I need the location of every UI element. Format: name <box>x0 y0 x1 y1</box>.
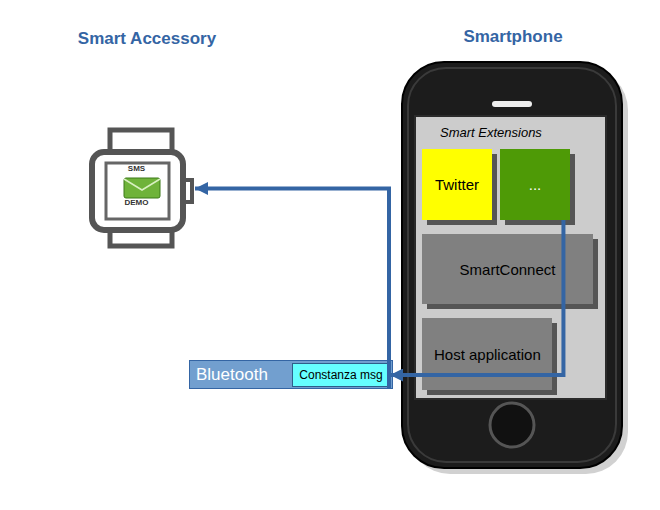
extension-box: Twitter <box>422 149 492 220</box>
section-title: Smartphone <box>463 27 562 47</box>
envelope-flap <box>124 179 160 190</box>
envelope <box>124 178 160 198</box>
connector <box>195 189 389 390</box>
watch-straps <box>92 130 192 246</box>
bluetooth-band: Bluetooth Constanza msg <box>189 360 393 389</box>
node-label: SmartConnect <box>460 261 556 278</box>
phone-speaker <box>492 101 532 107</box>
node-label: Host application <box>434 346 541 363</box>
screen-text: DEMO <box>125 198 149 207</box>
envelope-icon <box>124 178 160 198</box>
node-label: Twitter <box>435 176 479 193</box>
screen-text: SMS <box>128 164 145 173</box>
label-text: Smartphone <box>463 27 562 47</box>
phone-body <box>402 62 622 468</box>
node-label: Bluetooth <box>196 365 268 385</box>
extensions-panel: Smart ExtensionsTwitter... SmartConnectHo… <box>416 117 605 398</box>
phone-home-button <box>490 403 534 447</box>
phone-rim <box>408 68 616 462</box>
connector <box>390 220 563 375</box>
phone-screen-frame <box>414 115 607 400</box>
smartphone-illustration <box>402 62 628 474</box>
smart-watch: SMS DEMO <box>90 130 195 247</box>
node-label: ... <box>529 176 542 193</box>
watch-screen <box>106 163 169 219</box>
label-text: Smart Accessory <box>78 29 216 49</box>
watch-strap-top <box>110 130 172 152</box>
extension-box: ... <box>500 149 570 220</box>
process-box: Host application <box>422 318 552 390</box>
message-box: Constanza msg <box>292 363 390 387</box>
watch-case <box>92 152 183 230</box>
panel-heading: Smart Extensions <box>440 125 605 140</box>
process-box: SmartConnect <box>422 234 593 304</box>
node-label: Constanza msg <box>299 368 382 382</box>
section-title: Smart Accessory <box>78 29 216 49</box>
